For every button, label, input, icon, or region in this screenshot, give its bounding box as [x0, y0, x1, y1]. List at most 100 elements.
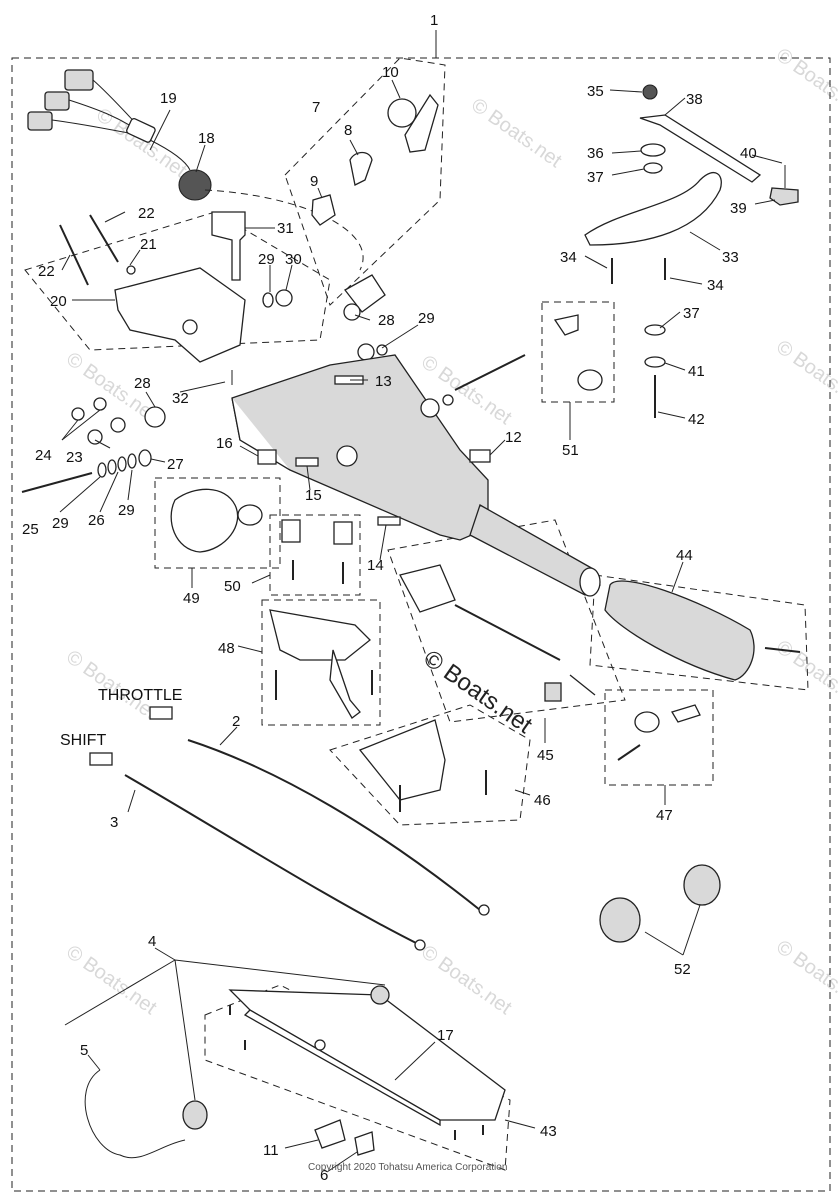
bracket-20	[114, 267, 246, 363]
throttle-rod	[454, 604, 561, 661]
watermark: © Boats.net	[467, 94, 566, 172]
label-14	[377, 516, 401, 526]
cap-10	[404, 93, 439, 153]
screw-44	[764, 647, 801, 653]
throttle-label: THROTTLE	[98, 687, 182, 704]
sensor-51	[577, 369, 603, 391]
washer-29	[376, 344, 388, 356]
cable-eye	[478, 904, 490, 916]
callout-34: 34	[707, 277, 724, 294]
callout-24: 24	[35, 447, 52, 464]
cable-eye	[414, 939, 426, 951]
callout-28: 28	[378, 312, 395, 329]
cap-52	[599, 897, 641, 943]
bolt-25	[21, 472, 93, 493]
watermark: © Boats.net	[62, 941, 161, 1019]
lower-housing-17	[228, 989, 506, 1121]
callout-10: 10	[382, 64, 399, 81]
spring-45	[569, 674, 596, 696]
callout-15: 15	[305, 487, 322, 504]
group-48	[261, 599, 381, 726]
group-51	[541, 301, 615, 403]
group-20	[24, 211, 331, 351]
callout-37: 37	[587, 169, 604, 186]
callout-12: 12	[505, 429, 522, 446]
throttle-shaft-45	[399, 564, 456, 613]
callout-8: 8	[344, 122, 352, 139]
callout-26: 26	[88, 512, 105, 529]
callout-18: 18	[198, 130, 215, 147]
callout-36: 36	[587, 145, 604, 162]
callout-2: 2	[232, 713, 240, 730]
callout-3: 3	[110, 814, 118, 831]
label-12	[469, 449, 491, 463]
bolt	[454, 354, 526, 391]
callout-32: 32	[172, 390, 189, 407]
callout-4: 4	[148, 933, 156, 950]
watermark: © Boats.net	[417, 941, 516, 1019]
callout-29: 29	[418, 310, 435, 327]
callout-14: 14	[367, 557, 384, 574]
callout-17: 17	[437, 1027, 454, 1044]
callout-29: 29	[118, 502, 135, 519]
watermark: © Boats.net	[772, 636, 839, 714]
connector-6	[354, 1131, 375, 1156]
callout-16: 16	[216, 435, 233, 452]
bushing-28c	[144, 406, 166, 428]
callout-19: 19	[160, 90, 177, 107]
callout-33: 33	[722, 249, 739, 266]
callout-21: 21	[140, 236, 157, 253]
callout-27: 27	[167, 456, 184, 473]
bracket-51	[553, 314, 579, 336]
callout-29: 29	[52, 515, 69, 532]
washer-29d	[127, 453, 137, 469]
callout-52: 52	[674, 961, 691, 978]
pin-21	[126, 265, 136, 275]
wires	[149, 139, 191, 171]
label-15	[295, 457, 319, 467]
callout-7: 7	[312, 99, 320, 116]
callout-42: 42	[688, 411, 705, 428]
screw-47	[617, 744, 641, 761]
grommet-18	[178, 169, 212, 201]
copyright-text: Copyright 2020 Tohatsu America Corporati…	[308, 1162, 507, 1173]
callout-29: 29	[258, 251, 275, 268]
callout-20: 20	[50, 293, 67, 310]
watermark: © Boats.net	[92, 104, 191, 182]
group-7	[284, 57, 446, 306]
washer-36	[640, 143, 666, 157]
callout-1: 1	[430, 12, 438, 29]
plate-16	[257, 449, 277, 465]
housing-grommet	[370, 985, 390, 1005]
knob-49	[170, 488, 239, 553]
washer-26	[107, 459, 117, 475]
callout-39: 39	[730, 200, 747, 217]
callout-6: 6	[320, 1167, 328, 1184]
tiller-hole	[336, 445, 358, 467]
connector	[64, 69, 94, 91]
watermark: © Boats.net	[62, 646, 161, 724]
bracket-50	[333, 521, 353, 545]
leader-lines	[59, 79, 783, 1173]
callout-9: 9	[310, 173, 318, 190]
grommet	[126, 118, 156, 143]
washer-24	[71, 407, 85, 421]
callout-34: 34	[560, 249, 577, 266]
switch-11	[314, 1119, 346, 1149]
callout-11: 11	[263, 1142, 279, 1159]
washer-24	[93, 397, 107, 411]
grip-44	[604, 580, 755, 681]
cable-end	[89, 752, 113, 766]
tube-end	[579, 567, 601, 597]
callout-43: 43	[540, 1123, 557, 1140]
washer-26	[117, 456, 127, 472]
group-44	[589, 574, 809, 691]
knob-9	[311, 194, 336, 226]
stud-22	[59, 224, 89, 286]
cable-end	[149, 706, 173, 720]
callout-30: 30	[285, 251, 302, 268]
bushing-28	[357, 343, 375, 361]
friction-plate-33	[584, 171, 722, 246]
throttle-cable-2	[187, 739, 481, 911]
lever-48	[329, 649, 361, 719]
